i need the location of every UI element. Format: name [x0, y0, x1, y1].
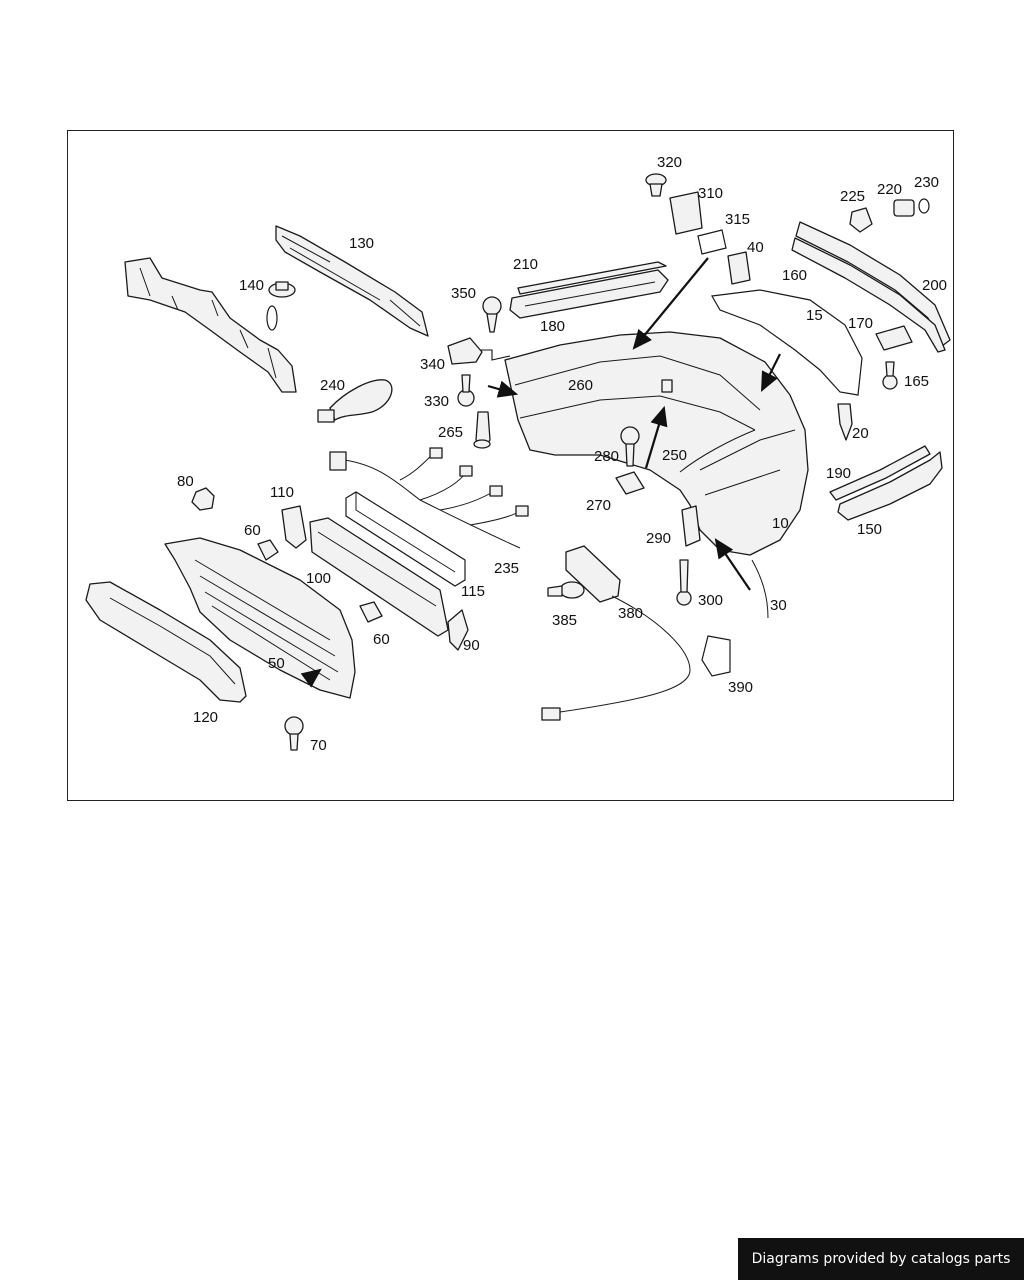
callout-165: 165 — [904, 373, 929, 390]
callout-200: 200 — [922, 277, 947, 294]
callout-235: 235 — [494, 560, 519, 577]
part-180-shape — [509, 269, 669, 319]
part-320-shape — [645, 173, 667, 197]
callout-260: 260 — [568, 377, 593, 394]
callout-190: 190 — [826, 465, 851, 482]
part-265-shape — [473, 411, 491, 449]
callout-50: 50 — [268, 655, 285, 672]
callout-40: 40 — [747, 239, 764, 256]
credit-banner: Diagrams provided by catalogs parts — [738, 1238, 1024, 1280]
part-70-shape — [284, 716, 304, 751]
callout-320: 320 — [657, 154, 682, 171]
part-270-shape — [615, 471, 645, 495]
callout-20: 20 — [852, 425, 869, 442]
callout-160: 160 — [782, 267, 807, 284]
callout-310: 310 — [698, 185, 723, 202]
callout-90: 90 — [463, 637, 480, 654]
callout-labels: 10 15 20 30 40 50 60 60 70 80 90 100 110… — [177, 154, 947, 754]
callout-210: 210 — [513, 256, 538, 273]
part-10-shape — [504, 331, 809, 556]
callout-225: 225 — [840, 188, 865, 205]
callout-180: 180 — [540, 318, 565, 335]
part-165-shape — [882, 361, 898, 390]
part-230-shape — [918, 198, 930, 214]
callout-70: 70 — [310, 737, 327, 754]
callout-60b: 60 — [373, 631, 390, 648]
part-60a-shape — [257, 539, 279, 561]
callout-380: 380 — [618, 605, 643, 622]
part-80-shape — [191, 487, 215, 511]
callout-270: 270 — [586, 497, 611, 514]
callout-300: 300 — [698, 592, 723, 609]
part-170-shape — [875, 325, 913, 351]
part-385-shape — [547, 581, 585, 599]
bracket-frame-shape — [124, 257, 297, 393]
callout-350: 350 — [451, 285, 476, 302]
callout-170: 170 — [848, 315, 873, 332]
callout-330: 330 — [424, 393, 449, 410]
callout-240: 240 — [320, 377, 345, 394]
part-90-shape — [447, 609, 469, 651]
part-250-shape — [679, 429, 756, 473]
part-220-shape — [893, 199, 915, 217]
part-240-shape — [317, 379, 393, 423]
part-290-shape — [681, 505, 701, 547]
part-20-shape — [837, 403, 853, 441]
part-50-shape — [164, 537, 356, 699]
part-350-shape — [482, 296, 502, 333]
part-120-shape — [85, 581, 247, 703]
callout-80: 80 — [177, 473, 194, 490]
part-15-shape — [711, 289, 863, 396]
callout-265: 265 — [438, 424, 463, 441]
callout-100: 100 — [306, 570, 331, 587]
part-115-shape — [345, 491, 466, 587]
callout-315: 315 — [725, 211, 750, 228]
part-40-shape — [727, 251, 751, 285]
part-100-shape — [309, 517, 449, 637]
part-60b-shape — [359, 601, 383, 623]
callout-150: 150 — [857, 521, 882, 538]
part-340-shape — [447, 337, 483, 365]
callout-30: 30 — [770, 597, 787, 614]
callout-10: 10 — [772, 515, 789, 532]
callout-115: 115 — [461, 583, 485, 600]
part-315-shape — [697, 229, 727, 255]
assembly-arrows — [300, 257, 781, 688]
callout-250: 250 — [662, 447, 687, 464]
part-130-shape — [275, 225, 429, 337]
callout-140: 140 — [239, 277, 264, 294]
part-140-shape — [268, 281, 296, 298]
callout-130: 130 — [349, 235, 374, 252]
callout-390: 390 — [728, 679, 753, 696]
part-150-shape — [829, 445, 943, 521]
part-310-shape — [669, 191, 703, 235]
callout-385: 385 — [552, 612, 577, 629]
callout-60a: 60 — [244, 522, 261, 539]
part-260-shape — [661, 379, 673, 393]
part-110-shape — [281, 505, 307, 549]
part-200-shape — [791, 221, 951, 353]
part-380-shape — [541, 545, 691, 721]
callout-15: 15 — [806, 307, 823, 324]
callout-290: 290 — [646, 530, 671, 547]
part-300-shape — [676, 559, 692, 606]
callout-110: 110 — [270, 484, 294, 501]
part-390-shape — [701, 635, 731, 677]
callout-220: 220 — [877, 181, 902, 198]
part-225-shape — [849, 207, 873, 233]
part-235-shape — [329, 447, 529, 549]
part-330-shape — [457, 374, 475, 407]
callout-120: 120 — [193, 709, 218, 726]
callout-340: 340 — [420, 356, 445, 373]
callout-230: 230 — [914, 174, 939, 191]
part-30-shape — [751, 559, 769, 619]
part-210-shape — [517, 261, 667, 295]
part-280-shape — [620, 426, 640, 467]
callout-280: 280 — [594, 448, 619, 465]
credit-text: Diagrams provided by catalogs parts — [751, 1251, 1011, 1267]
